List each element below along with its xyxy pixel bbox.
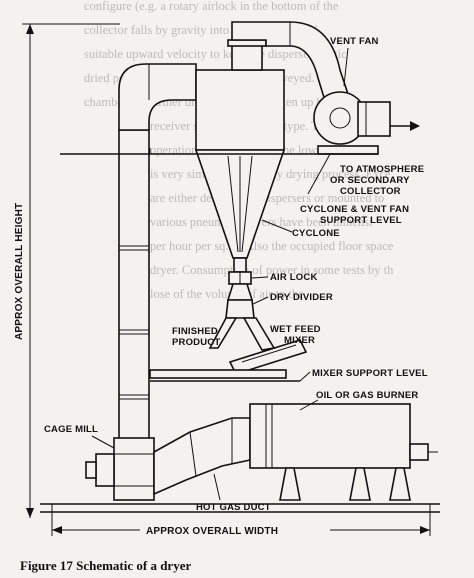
cyclone-support-level bbox=[60, 148, 378, 195]
bg-line: dryer. Consumption of power in some test… bbox=[150, 263, 394, 277]
finished-product-label-2: PRODUCT bbox=[172, 337, 220, 348]
bg-line: suitable upward velocity to keep the dis… bbox=[84, 47, 347, 61]
hot-gas-duct-label: HOT GAS DUCT bbox=[196, 502, 271, 513]
mixer-support-label: MIXER SUPPORT LEVEL bbox=[312, 368, 428, 379]
overall-width-dimension: APPROX OVERALL WIDTH bbox=[52, 523, 430, 537]
burner-label: OIL OR GAS BURNER bbox=[316, 390, 418, 401]
burner-chamber bbox=[249, 403, 438, 501]
exhaust-arrow bbox=[390, 121, 420, 131]
vertical-riser-duct bbox=[118, 129, 150, 461]
bg-line: configure (e.g. a rotary airlock in the … bbox=[84, 0, 339, 13]
bg-line: various pneumatic dryers have been dimen… bbox=[150, 215, 373, 229]
dry-divider-label: DRY DIVIDER bbox=[270, 292, 333, 303]
dry-divider bbox=[225, 283, 255, 319]
mixer-support-level bbox=[149, 369, 311, 382]
overall-height-label: APPROX OVERALL HEIGHT bbox=[14, 203, 25, 340]
bg-line: per hour per sq. ft. Also the occupied f… bbox=[150, 239, 394, 253]
finished-product-chute bbox=[208, 317, 238, 349]
figure-caption: Figure 17 Schematic of a dryer bbox=[20, 558, 191, 573]
wet-feed-mixer bbox=[228, 317, 308, 375]
vent-fan-label: VENT FAN bbox=[330, 36, 379, 47]
cyclone-support-label-1: CYCLONE & VENT FAN bbox=[300, 204, 409, 215]
overall-width-label: APPROX OVERALL WIDTH bbox=[146, 526, 278, 537]
vent-fan bbox=[313, 91, 391, 155]
finished-product-label-1: FINISHED bbox=[172, 326, 218, 337]
base-floor bbox=[40, 503, 440, 536]
to-atmosphere-label-3: COLLECTOR bbox=[340, 186, 401, 197]
air-lock bbox=[228, 257, 252, 285]
hot-gas-duct bbox=[153, 417, 251, 496]
cage-mill-label: CAGE MILL bbox=[44, 424, 98, 435]
to-atmosphere-label-2: OR SECONDARY bbox=[330, 175, 410, 186]
overall-height-dimension: APPROX OVERALL HEIGHT bbox=[14, 23, 120, 518]
air-lock-label: AIR LOCK bbox=[270, 272, 318, 283]
wet-feed-label-2: MIXER bbox=[284, 335, 315, 346]
cyclone bbox=[194, 39, 286, 259]
cyclone-support-label-2: SUPPORT LEVEL bbox=[320, 215, 402, 226]
cyclone-label: CYCLONE bbox=[292, 228, 340, 239]
wet-feed-label-1: WET FEED bbox=[270, 324, 321, 335]
cage-mill bbox=[85, 437, 155, 501]
to-atmosphere-label-1: TO ATMOSPHERE bbox=[340, 164, 424, 175]
